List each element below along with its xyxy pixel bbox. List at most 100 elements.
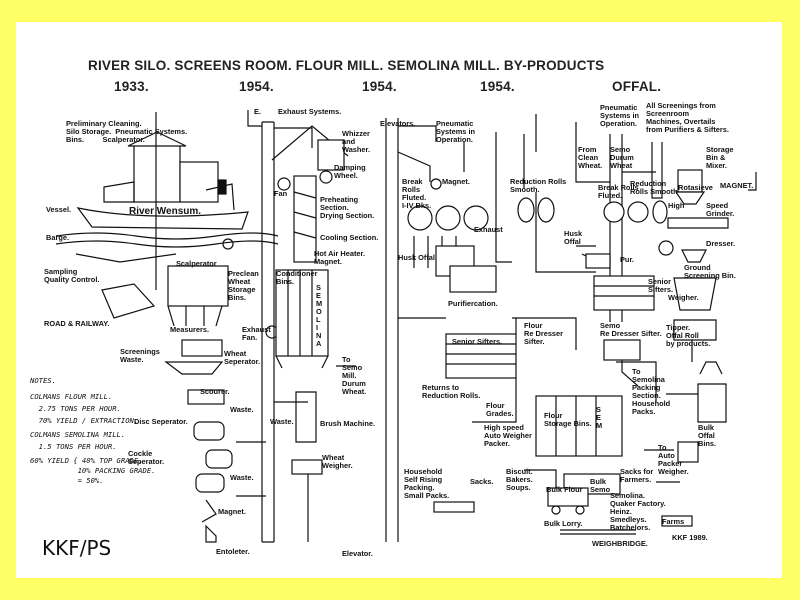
elevator-drawing [261, 121, 356, 543]
by-products-drawing [616, 142, 757, 527]
label-exhaust-fan: Exhaust Fan. [242, 325, 271, 342]
note-line: 1.5 TONS PER HOUR. [30, 442, 117, 451]
note-line: 2.75 TONS PER HOUR. [30, 404, 121, 413]
label-road-railway: ROAD & RAILWAY. [44, 319, 110, 328]
label-household: Household Self Rising Packing. Small Pac… [404, 467, 450, 500]
note-line: COLMANS SEMOLINA MILL. [30, 430, 126, 439]
label-wheat-weigher: Wheat Weigher. [322, 453, 353, 470]
label-brush-machine: Brush Machine. [320, 419, 376, 428]
label-preclean-wheat: Preclean Wheat Storage Bins. [228, 269, 259, 302]
label-exhaust: Exhaust [474, 225, 503, 234]
label-to-semo-mill: To Semo Mill. Durum Wheat. [342, 355, 367, 396]
label-hot-air-heater: Hot Air Heater. Magnet. [314, 249, 366, 266]
label-weighbridge: WEIGHBRIDGE. [592, 539, 648, 548]
note-line: COLMANS FLOUR MILL. [30, 392, 113, 401]
label-ground-screening-bin: Ground Screening Bin. [684, 263, 736, 280]
label-tipper: Tipper. Offal Roll by products. [666, 323, 711, 348]
label-magnet-1: Magnet. [218, 507, 246, 516]
label-semo-durum: Semo Durum Wheat [610, 145, 634, 170]
label-sem-vertical: S E M [596, 405, 603, 430]
label-flour-redresser: Flour Re Dresser Sifter. [524, 321, 564, 346]
label-elevator: Elevator. [342, 549, 373, 558]
label-waste-1: Waste. [230, 405, 254, 414]
label-biscuit: Biscuit. Bakers. Soups. [506, 467, 533, 492]
label-high-speed-weigher: High speed Auto Weigher Packer. [484, 423, 532, 448]
label-damping-wheel: Damping Wheel. [334, 163, 366, 180]
label-rotasieve: Rotasieve [678, 183, 713, 192]
label-weigher: Weigher. [668, 293, 699, 302]
title-by-products: OFFAL. [612, 79, 662, 94]
label-speed-grinder: Speed Grinder. [706, 201, 735, 218]
connecting-pipes [247, 110, 656, 403]
label-semolina-customers: Semolina. Quaker Factory. Heinz. Smedley… [610, 491, 666, 532]
label-scalperator: Scalperator [176, 259, 217, 268]
semolina-mill-drawing [576, 134, 680, 483]
label-purifiercation: Purifiercation. [448, 299, 498, 308]
label-senior-sifters-semo: Senior Sifters. [648, 277, 674, 294]
label-screenings-waste: Screenings Waste. [120, 347, 160, 364]
screens-room-drawing [101, 112, 279, 543]
label-break-rolls: Break Rolls Fluted. I-IV Bks. [402, 177, 432, 210]
label-fan: Fan [274, 189, 288, 198]
label-to-semolina-packing: To Semolina Packing Section. Household P… [632, 367, 671, 416]
label-bulk-offal-bins: Bulk Offal Bins. [698, 423, 717, 448]
note-line: NOTES. [30, 376, 56, 385]
title-year-river-silo: 1933. [114, 79, 149, 94]
label-all-screenings: All Screenings from Screenroom Machines,… [646, 101, 729, 134]
label-bulk-semo: Bulk Semo [590, 477, 611, 494]
label-e: E. [254, 107, 261, 116]
label-sampling: Sampling Quality Control. [44, 267, 100, 284]
label-flour-grades: Flour Grades. [486, 401, 514, 418]
note-line: 70% YIELD / EXTRACTION. [30, 416, 139, 425]
label-dresser: Dresser. [706, 239, 736, 248]
label-cockle-seperator: Cockle Seperator. [128, 449, 165, 466]
label-kkf-1989: KKF 1989. [672, 533, 708, 542]
note-line: = 50%. [30, 476, 104, 485]
label-elevators: Elevators. [380, 119, 416, 128]
label-vessel: Vessel. [46, 205, 72, 214]
title-row-1: RIVER SILO. SCREENS ROOM. FLOUR MILL. SE… [88, 58, 605, 73]
label-husk-offal: Husk Offal. [398, 253, 438, 262]
label-magnet-2: Magnet. [442, 177, 470, 186]
label-semo-redresser: Semo Re Dresser Sifter. [600, 321, 662, 338]
label-husk-offal-semo: Husk Offal [564, 229, 583, 246]
label-break-rolls-semo: Break Rolls Fluted. [598, 183, 639, 200]
label-bulk-flour: Bulk Flour [546, 485, 583, 494]
label-to-auto-packer: To Auto Packer Weigher. [658, 443, 689, 476]
label-barge: Barge. [46, 233, 70, 242]
label-pur: Pur. [620, 255, 634, 264]
label-scourer: Scourer. [200, 387, 230, 396]
label-from-clean-wheat: From Clean Wheat. [578, 145, 603, 170]
label-storage-bin-mixer: Storage Bin & Mixer. [706, 145, 734, 170]
label-preliminary-cleaning: Preliminary Cleaning. Silo Storage. Pneu… [66, 119, 188, 144]
label-magnet-offal: MAGNET. [720, 181, 754, 190]
process-flow-lines [55, 110, 757, 543]
diagram-sheet: RIVER SILO. SCREENS ROOM. FLOUR MILL. SE… [16, 22, 782, 578]
label-entoleter: Entoleter. [216, 547, 250, 556]
label-preheating: Preheating Section. Drying Section. [320, 195, 375, 220]
label-senior-sifters: Senior Sifters. [452, 337, 503, 346]
title-year-flour-mill: 1954. [362, 79, 397, 94]
label-returns: Returns to Reduction Rolls. [422, 383, 481, 400]
label-pneumatic-semo: Pneumatic Systems in Operation. [600, 103, 640, 128]
label-exhaust-systems: Exhaust Systems. [278, 107, 342, 116]
label-reduction-rolls-semo: Reduction Rolls Smooth [630, 179, 678, 196]
label-wheat-seperator: Wheat Seperator. [224, 349, 261, 366]
label-pneumatic-flour: Pneumatic Systems in Operation. [436, 119, 476, 144]
label-measurers: Measurers. [170, 325, 210, 334]
river-wensum-label: River Wensum. [129, 206, 202, 217]
label-bulk-lorry: Bulk Lorry. [544, 519, 583, 528]
label-cooling-section: Cooling Section. [320, 233, 379, 242]
flour-mill-drawing [385, 114, 636, 542]
label-sacks-farmers: Sacks for Farmers. [620, 467, 654, 484]
label-high: High [668, 201, 685, 210]
note-line: 10% PACKING GRADE. [30, 466, 156, 475]
label-waste-3: Waste. [270, 417, 294, 426]
label-waste-2: Waste. [230, 473, 254, 482]
label-flour-storage: Flour Storage Bins. [544, 411, 592, 428]
label-conditioner-bins: Conditioner Bins. [276, 269, 318, 286]
label-whizzer-washer: Whizzer and Washer. [342, 129, 371, 154]
label-farms: Farms [662, 517, 685, 526]
label-disc-seperator: Disc Seperator. [134, 417, 188, 426]
label-sacks: Sacks. [470, 477, 494, 486]
